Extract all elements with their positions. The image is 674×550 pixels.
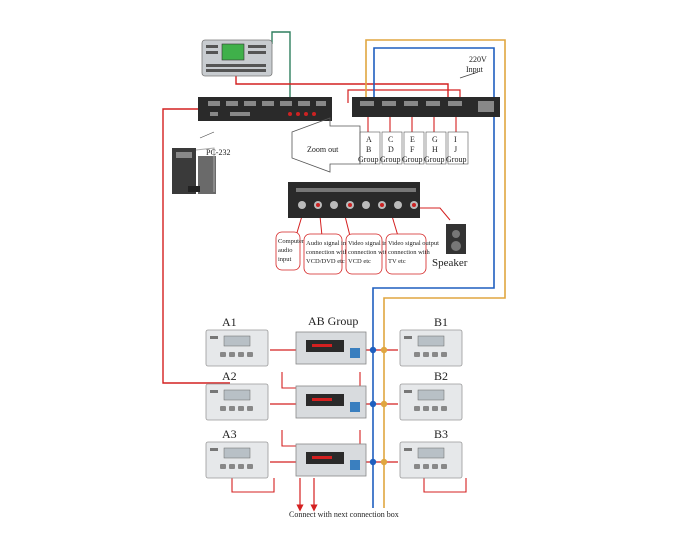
panel-label: B3 [434, 427, 448, 441]
panel-label: B1 [434, 315, 448, 329]
green-wire [271, 31, 291, 100]
callout-line: Audio signal input [306, 240, 355, 247]
pc-tower: PC-232 [172, 131, 230, 194]
callout: Computer audio input [275, 231, 305, 271]
callout-line: VCD etc [348, 258, 371, 265]
group-tag-suffix: Group [380, 155, 400, 164]
panel-label: B2 [434, 369, 448, 383]
control-panel: A3 [205, 427, 269, 479]
control-panel: A1 [205, 315, 269, 367]
power-input-label: 220V Input [459, 55, 489, 79]
callout-line: connection with [348, 249, 390, 256]
av-connector-panel [288, 182, 420, 218]
group-tag-suffix: Group [402, 155, 422, 164]
control-panel: B1 [399, 315, 463, 367]
group-tag-suffix: Group [424, 155, 444, 164]
callout-line: TV etc [388, 258, 406, 265]
matrix-device-left [198, 97, 332, 121]
control-panel: B3 [399, 427, 463, 479]
group-tag-suffix: Group [358, 155, 378, 164]
group-tag-top: A [366, 135, 372, 144]
group-tag-top: E [410, 135, 415, 144]
control-panel: A2 [205, 369, 269, 421]
group-tag-bottom: F [410, 145, 415, 154]
red-wire-a3-loop [231, 478, 275, 493]
zoom-label: Zoom out [307, 145, 339, 154]
group-tag-bottom: D [388, 145, 394, 154]
panel-label: A2 [222, 369, 237, 383]
red-wire-b3-loop [423, 478, 467, 493]
callout-line: Video signal output [388, 240, 439, 247]
group-tag-bottom: J [454, 145, 457, 154]
keypad-controller [201, 39, 273, 77]
callout-line: input [278, 256, 292, 263]
ab-group-label: AB Group [308, 314, 358, 328]
zoom-arrow: Zoom out [291, 117, 361, 173]
red-wire-left [162, 108, 230, 384]
red-wire-top [235, 76, 449, 98]
callout-line: audio [278, 247, 292, 254]
callouts: Computer audio input Audio signal input conn… [275, 231, 439, 275]
panel-label: A1 [222, 315, 237, 329]
group-device-right [352, 97, 500, 117]
power-input-text: 220V Input [466, 55, 489, 74]
group-tag-top: I [454, 135, 457, 144]
callout-wires [295, 207, 451, 237]
panel-label: A3 [222, 427, 237, 441]
group-box [295, 385, 367, 419]
group-box [295, 443, 367, 477]
orange-wire [365, 39, 506, 508]
callout-line: connection with [388, 249, 430, 256]
group-tag-bottom: H [432, 145, 438, 154]
control-panel: B2 [399, 369, 463, 421]
group-tag-bottom: B [366, 145, 371, 154]
group-tag-top: C [388, 135, 393, 144]
wiring [162, 31, 506, 512]
blue-wire [372, 47, 495, 508]
callout-line: connection with [306, 249, 348, 256]
power-line1: 220V [469, 55, 487, 64]
connect-next-label: Connect with next connection box [289, 510, 399, 519]
group-box [295, 331, 367, 365]
pc-label: PC-232 [206, 148, 230, 157]
callout: Video signal output connection with TV etc [385, 233, 439, 275]
power-line2: Input [466, 65, 484, 74]
group-tag-suffix: Group [446, 155, 466, 164]
red-wire-right-device [347, 89, 461, 103]
speaker: Speaker [432, 224, 468, 269]
callout-line: Computer [278, 238, 305, 245]
speaker-label: Speaker [432, 257, 468, 269]
tag-wires [367, 116, 457, 132]
group-tag-top: G [432, 135, 438, 144]
callout-line: VCD/DVD etc [306, 258, 345, 265]
callout-line: Video signal input [348, 240, 396, 247]
callout: Audio signal input connection withVCD/DVD… [303, 233, 355, 275]
